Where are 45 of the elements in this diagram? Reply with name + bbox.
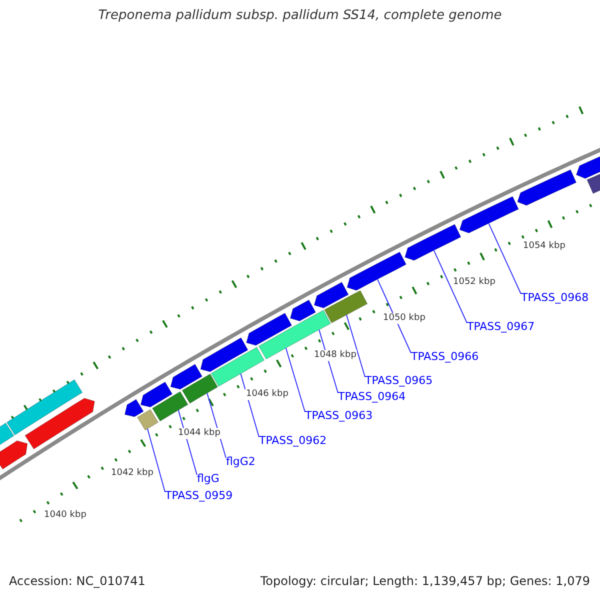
gene-segment: [124, 398, 144, 418]
scale-label: 1042 kbp: [110, 468, 154, 479]
gene-label: TPASS_0968: [521, 291, 589, 304]
gene-label: TPASS_0964: [338, 390, 406, 403]
gene-segment: [136, 409, 159, 431]
gene-segment: [152, 391, 188, 422]
gene-label: flgG2: [226, 455, 256, 468]
scale-label: 1048 kbp: [313, 350, 358, 361]
map-title: Treponema pallidum subsp. pallidum SS14, complete genome: [97, 8, 503, 23]
gene-label: TPASS_0967: [467, 320, 535, 333]
gene-segment: [290, 300, 316, 322]
scale-label: 1054 kbp: [522, 241, 566, 252]
scale-label: 1046 kbp: [245, 389, 290, 400]
leader-line: [346, 314, 366, 378]
gene-segment: [6, 379, 83, 436]
leader-line: [433, 250, 468, 324]
gene-segment: [314, 282, 349, 308]
gene-label: TPASS_0965: [365, 374, 433, 387]
gene-segment: [210, 346, 265, 387]
leader-line: [488, 222, 522, 294]
gene-label: TPASS_0966: [411, 350, 479, 363]
scale-label: 1052 kbp: [452, 277, 496, 288]
scale-label: 1050 kbp: [382, 313, 426, 324]
gene-segment: [517, 169, 577, 206]
gene-segment: [0, 440, 28, 470]
gene-segment: [200, 337, 248, 372]
scale-label: 1040 kbp: [43, 510, 88, 521]
gene-label: TPASS_0962: [259, 434, 327, 447]
gene-segment: [459, 196, 519, 234]
gene-label: TPASS_0959: [165, 489, 233, 502]
scale-label: 1044 kbp: [177, 428, 222, 439]
gene-segment: [246, 312, 292, 346]
footer-text: Topology: circular; Length: 1,139,457 bp; Genes: 1,079: [260, 574, 590, 588]
gene-segment: [346, 252, 406, 291]
gene-segment: [182, 374, 218, 404]
gene-segment: [170, 364, 203, 390]
leader-line: [147, 428, 166, 492]
gene-label: TPASS_0963: [305, 409, 373, 422]
gene-segment: [404, 224, 462, 261]
gene-segment: [24, 398, 95, 450]
gene-label: flgG: [197, 472, 220, 485]
gene-segment: [140, 382, 173, 408]
footer-text: Accession: NC_010741: [9, 574, 146, 588]
gene-segment: [324, 290, 368, 324]
leader-line: [285, 348, 306, 412]
